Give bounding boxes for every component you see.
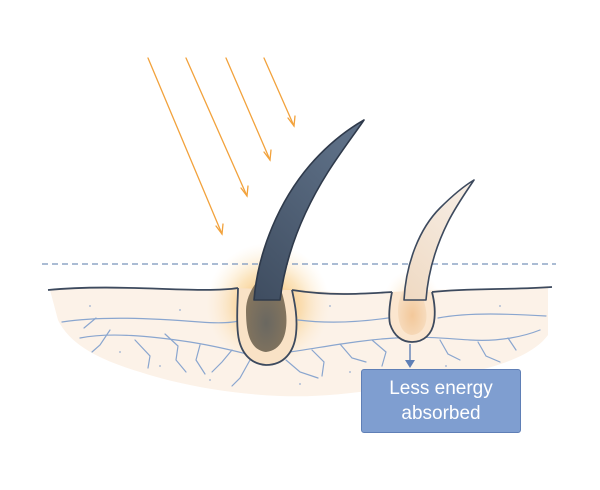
light-hair (403, 179, 475, 301)
skin-surface-mid (291, 289, 393, 295)
annotation-line-2: absorbed (401, 403, 481, 424)
dark-hair (253, 119, 365, 301)
annotation-box: Less energy absorbed (361, 369, 521, 433)
down-arrow-icon (405, 344, 415, 368)
laser-light-rays (147, 57, 296, 236)
skin-surface (47, 286, 239, 291)
skin-texture (89, 305, 501, 385)
skin-surface-right (431, 286, 553, 293)
annotation-line-1: Less energy (389, 378, 493, 399)
